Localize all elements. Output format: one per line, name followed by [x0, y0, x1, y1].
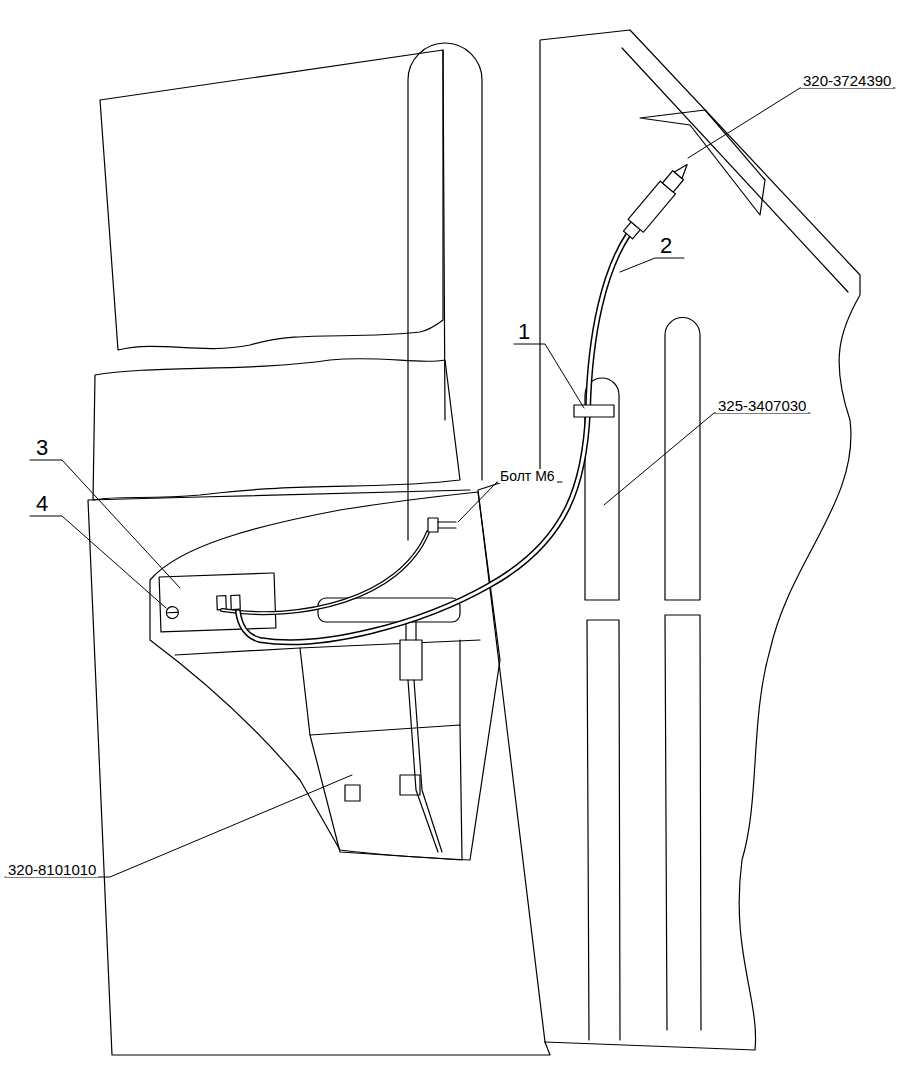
sensor-wire: [238, 235, 628, 642]
pillar-seam: [443, 50, 445, 420]
screw: [166, 606, 178, 618]
inner-wall: [300, 640, 460, 735]
cutaway-outline: [150, 492, 500, 860]
door-strip: [93, 359, 460, 500]
callout-number: 3: [34, 437, 50, 459]
label-anchor: Болт М6: [498, 467, 557, 485]
door-glass: [100, 50, 443, 350]
grille-bar: [665, 318, 700, 601]
leader-line: [620, 258, 684, 272]
sensor-wire: [238, 235, 628, 642]
leader-line: [514, 344, 584, 408]
leader-line: [30, 516, 166, 608]
leader-line: [30, 460, 180, 588]
heater-detail: [345, 785, 360, 801]
callout-number: 4: [34, 493, 50, 515]
callout-number: 1: [516, 321, 532, 343]
heater-unit: [310, 725, 462, 860]
label-anchor: 320-3724390: [801, 72, 893, 90]
front-panel: [540, 30, 860, 1050]
grille-bar: [665, 615, 701, 1030]
screw-slot: [167, 612, 177, 614]
leader-line: [458, 482, 562, 522]
label-anchor: 325-3407030: [716, 397, 808, 415]
label-anchor: 1: [516, 321, 532, 343]
ground-wire: [222, 532, 428, 613]
label-anchor: 2: [658, 235, 674, 257]
leader-line: [604, 413, 810, 505]
label-anchor: 320-8101010: [6, 861, 98, 879]
cable-tie: [574, 405, 614, 417]
sensor-tip: [674, 161, 691, 178]
bolt-head: [428, 518, 438, 532]
door-pillar: [408, 43, 482, 540]
leader-line: [688, 88, 895, 158]
harness: [406, 620, 442, 852]
part-label: 320-3724390: [801, 73, 893, 88]
plug: [400, 640, 422, 680]
lower-door: [88, 490, 550, 1055]
leader-line: [5, 775, 352, 877]
mount-plate: [159, 573, 276, 632]
label-anchor: 3: [34, 437, 50, 459]
terminal: [217, 596, 226, 610]
sensor-connector: [620, 158, 694, 241]
ground-wire: [222, 532, 428, 613]
bolt-shaft: [438, 522, 456, 528]
connector-body: [628, 181, 675, 232]
grille-bar: [587, 620, 620, 1040]
part-label: 320-8101010: [6, 862, 98, 877]
label-anchor: 4: [34, 493, 50, 515]
part-label: 325-3407030: [716, 398, 808, 413]
terminal: [231, 595, 240, 609]
part-label: Болт М6: [498, 469, 557, 483]
callout-number: 2: [658, 235, 674, 257]
plate: [159, 573, 276, 632]
